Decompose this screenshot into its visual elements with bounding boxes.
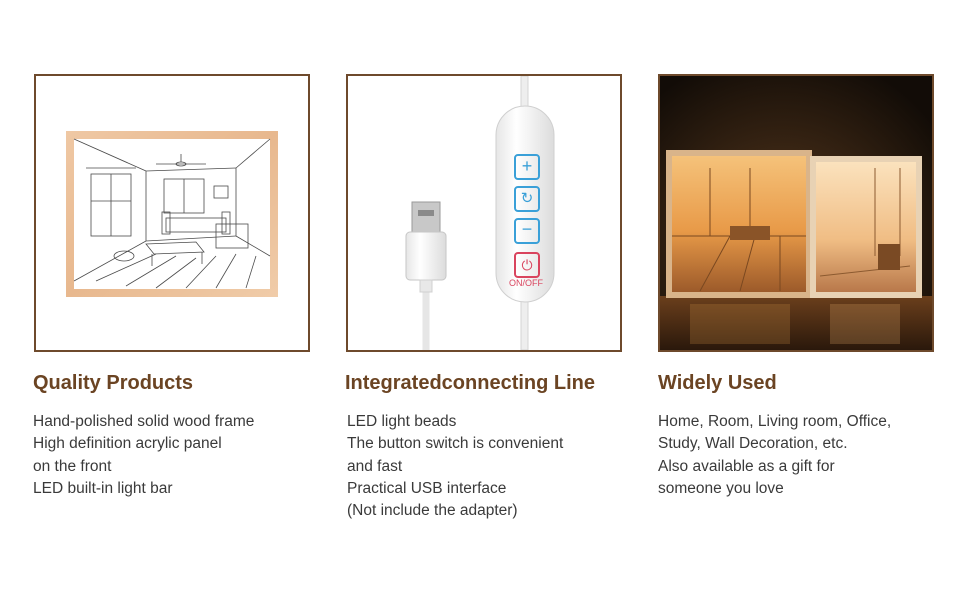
feature-line: Hand-polished solid wood frame	[33, 413, 255, 430]
integrated-line-heading: Integratedconnecting Line	[345, 372, 596, 394]
feature-line: Also available as a gift for	[658, 457, 835, 475]
feature-line: someone you love	[658, 479, 784, 497]
feature-line: Home, Room, Living room, Office,	[658, 413, 892, 430]
feature-line: LED light beads	[347, 413, 457, 430]
glowing-frames-photo	[660, 76, 932, 350]
quality-products-heading: Quality Products	[33, 372, 194, 394]
increase-brightness-button: +	[514, 154, 540, 180]
on-off-label: ON/OFF	[509, 278, 543, 288]
feature-line: and fast	[347, 457, 403, 475]
lit-frames-scene-image	[658, 74, 934, 352]
feature-line: The button switch is convenient	[347, 435, 564, 453]
usb-cable-illustration	[405, 76, 555, 350]
feature-line: LED built-in light bar	[33, 479, 173, 497]
mode-cycle-icon: ↻	[514, 186, 540, 212]
quality-products-description: Hand-polished solid wood frame High defi…	[33, 411, 254, 500]
usb-controller-product-image: + ↻ − ⏻ ON/OFF	[346, 74, 622, 352]
decrease-brightness-button: −	[514, 218, 540, 244]
widely-used-heading: Widely Used	[658, 372, 777, 394]
feature-line: on the front	[33, 457, 112, 475]
feature-line: (Not include the adapter)	[347, 502, 518, 520]
power-icon: ⏻	[514, 252, 540, 278]
integrated-line-description: LED light beads The button switch is con…	[347, 411, 563, 522]
wood-frame-product-image	[34, 74, 310, 352]
feature-line: Study, Wall Decoration, etc.	[658, 435, 848, 453]
feature-line: High definition acrylic panel	[33, 435, 222, 453]
room-sketch-frame-illustration	[66, 131, 278, 297]
widely-used-description: Home, Room, Living room, Office, Study, …	[658, 411, 891, 500]
feature-line: Practical USB interface	[347, 479, 507, 497]
